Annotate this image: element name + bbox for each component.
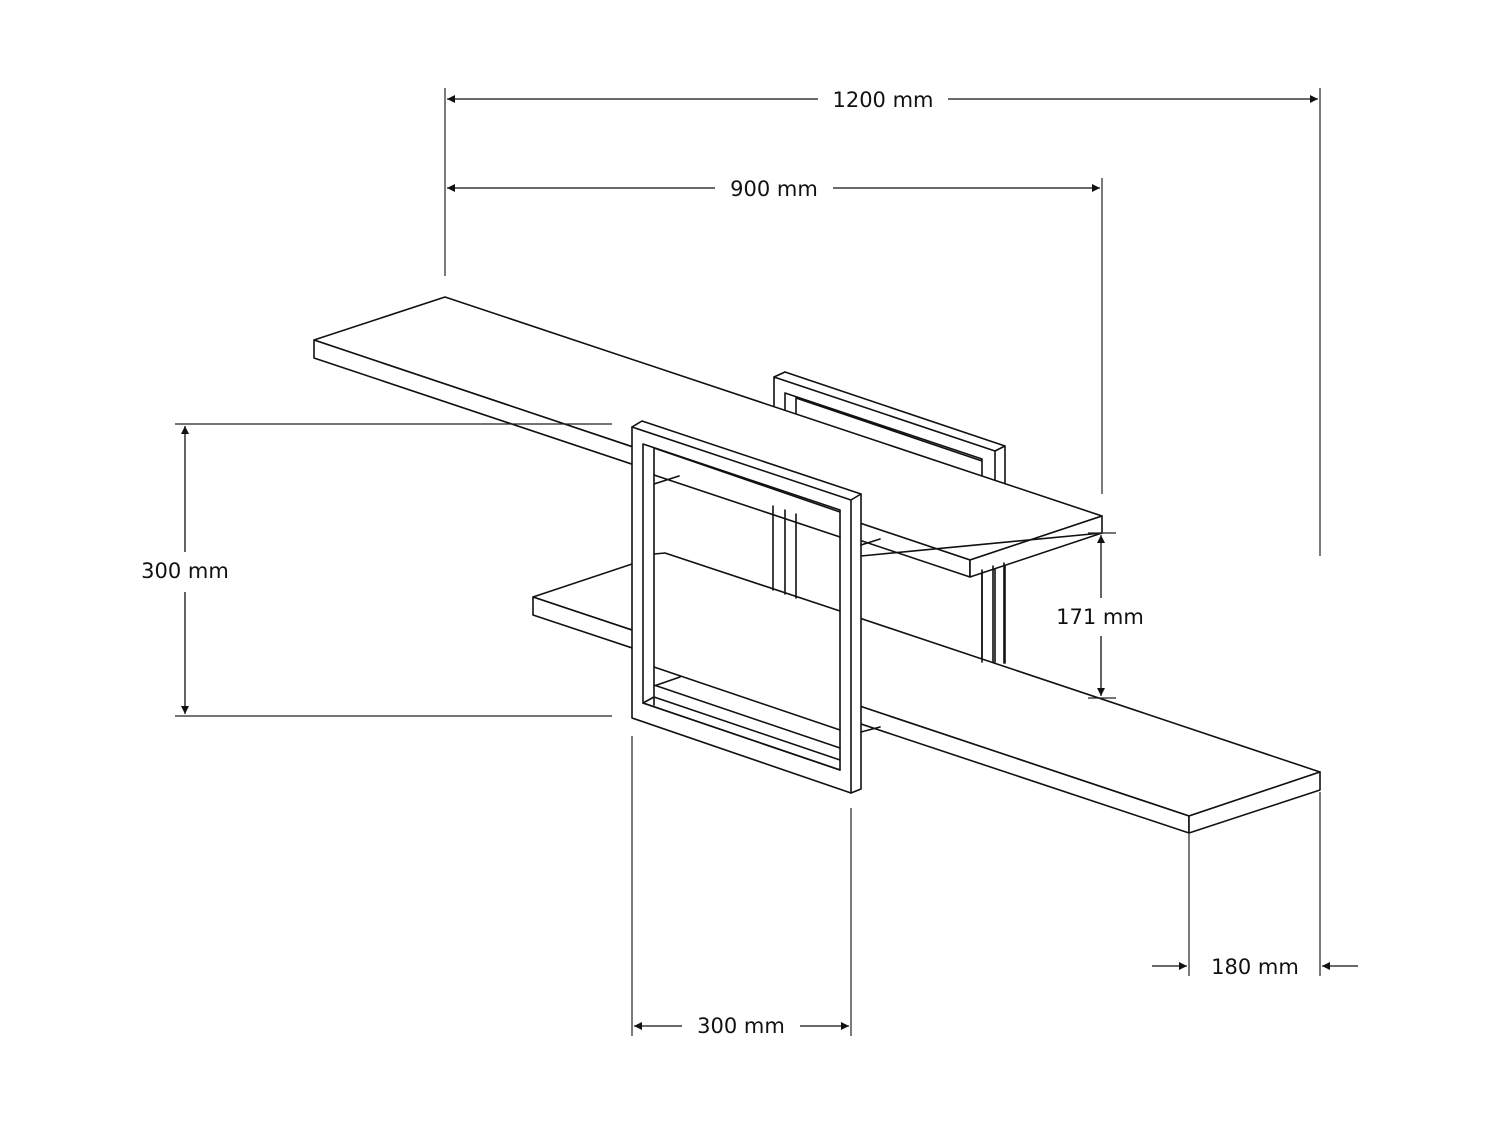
dimension-label-1200: 1200 mm <box>832 88 933 112</box>
dimension-depth: 180 mm <box>1152 955 1358 979</box>
front-frame <box>631 420 1103 794</box>
dimension-frame-width: 300 mm <box>634 1014 849 1038</box>
dimension-shelf-spacing: 171 mm <box>1056 535 1144 696</box>
dimension-upper-shelf-width: 900 mm <box>447 177 1100 201</box>
dimension-label-height-300: 300 mm <box>141 559 229 583</box>
extension-lines <box>175 88 1321 1036</box>
dimension-label-171: 171 mm <box>1056 605 1144 629</box>
dimension-label-frame-300: 300 mm <box>697 1014 785 1038</box>
dimension-label-900: 900 mm <box>730 177 818 201</box>
back-frame-legs <box>981 562 1005 664</box>
dimension-label-180: 180 mm <box>1211 955 1299 979</box>
dimension-height: 300 mm <box>141 426 229 714</box>
dimension-overall-width: 1200 mm <box>447 88 1318 112</box>
